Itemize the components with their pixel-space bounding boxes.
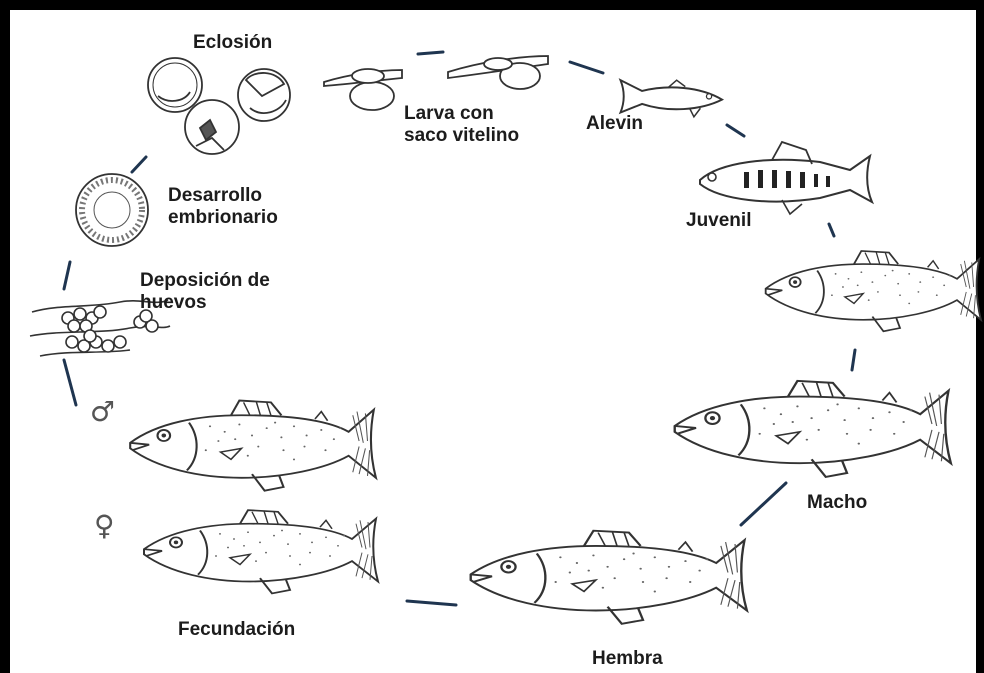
label-eclosion: Eclosión <box>193 32 272 54</box>
label-macho: Macho <box>807 492 867 514</box>
label-alevin: Alevin <box>586 113 643 135</box>
smolt-illustration <box>766 251 981 331</box>
yolk-sac-larvae-illustration <box>324 56 548 110</box>
label-fecundacion: Fecundación <box>178 619 295 641</box>
female-trout-left-illustration <box>144 510 378 593</box>
juvenile-parr-illustration <box>700 142 872 214</box>
alevin-illustration <box>620 80 722 117</box>
female-trout-bottom-illustration <box>471 531 747 624</box>
label-deposicion: Deposición de huevos <box>140 270 270 314</box>
hatching-eggs-illustration <box>148 58 290 154</box>
male-trout-left-illustration <box>130 401 376 491</box>
label-juvenil: Juvenil <box>686 210 751 232</box>
label-hembra: Hembra <box>592 648 663 670</box>
label-larva: Larva con saco vitelino <box>404 103 519 147</box>
embryo-egg-illustration <box>76 174 148 246</box>
male-symbol-icon: ♂ <box>90 398 115 426</box>
male-trout-right-illustration <box>675 381 951 477</box>
female-symbol-icon: ♀ <box>94 512 115 540</box>
label-desarrollo: Desarrollo embrionario <box>168 185 278 229</box>
